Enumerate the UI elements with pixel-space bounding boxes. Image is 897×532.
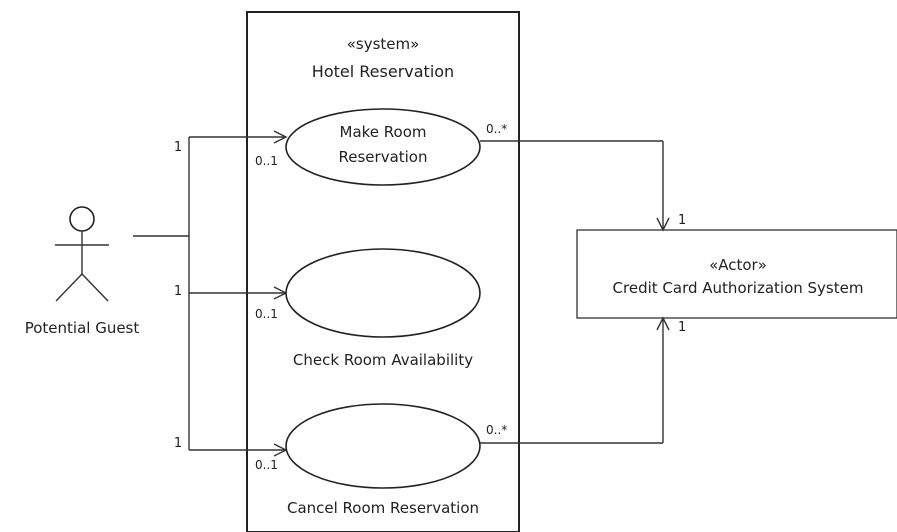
actor-credit-card-label: Credit Card Authorization System — [613, 279, 864, 297]
use-case-check-room-availability — [285, 248, 481, 338]
actor-potential-guest-label: Potential Guest — [25, 319, 140, 337]
guest-associations — [133, 136, 286, 451]
credit-card-associations — [480, 140, 664, 444]
use-case-make-line2: Reservation — [339, 148, 428, 166]
system-stereotype: «system» — [347, 35, 420, 53]
use-case-make-room-reservation — [285, 108, 481, 186]
mult-cancel-cc-end: 0..* — [486, 423, 507, 437]
arrowhead-icon — [656, 217, 670, 331]
person-icon — [55, 206, 109, 302]
mult-make-guest-end: 0..1 — [255, 154, 278, 168]
use-case-cancel-room-reservation — [285, 403, 481, 489]
mult-cc-top: 1 — [678, 213, 686, 228]
mult-guest-make: 1 — [174, 140, 182, 155]
mult-guest-cancel: 1 — [174, 436, 182, 451]
mult-cancel-guest-end: 0..1 — [255, 458, 278, 472]
mult-guest-check: 1 — [174, 284, 182, 299]
use-case-make-line1: Make Room — [340, 123, 427, 141]
actor-credit-card-stereotype: «Actor» — [709, 256, 767, 274]
use-case-check-label: Check Room Availability — [293, 351, 473, 369]
mult-cc-bottom: 1 — [678, 320, 686, 335]
use-case-cancel-label: Cancel Room Reservation — [287, 499, 479, 517]
mult-make-cc-end: 0..* — [486, 122, 507, 136]
actor-credit-card-box — [576, 229, 897, 319]
system-title: Hotel Reservation — [312, 62, 454, 81]
mult-check-guest-end: 0..1 — [255, 307, 278, 321]
